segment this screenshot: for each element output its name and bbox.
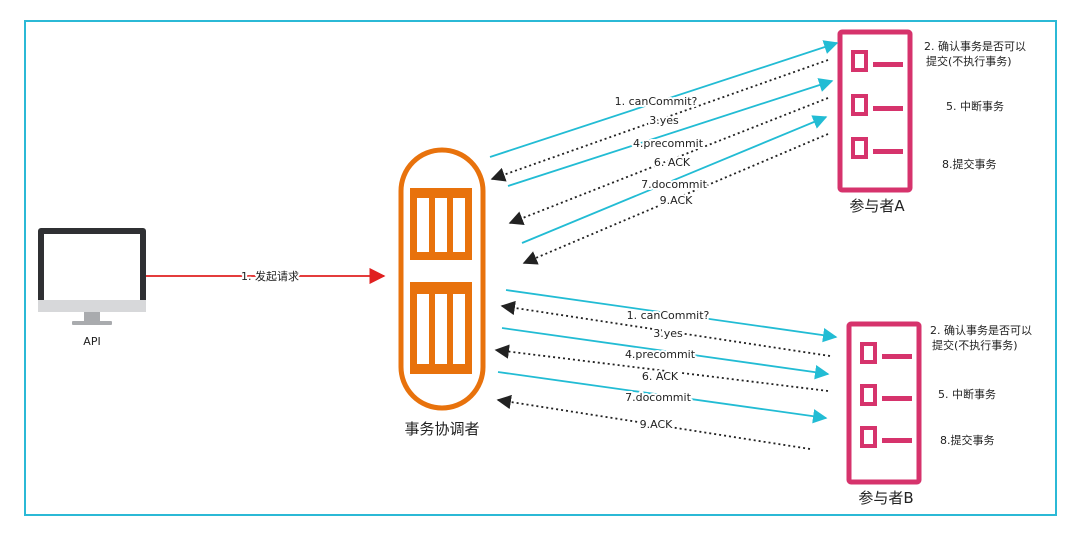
diagram-frame <box>24 20 1057 516</box>
participant-a-note: 8.提交事务 <box>942 157 997 171</box>
participant-a-note: 5. 中断事务 <box>946 99 1004 113</box>
participant-b-note: 2. 确认事务是否可以 <box>930 324 1032 337</box>
participant-b-note: 提交(不执行事务) <box>932 338 1018 352</box>
participant-b-note: 8.提交事务 <box>940 433 995 447</box>
message-label: 4.precommit <box>625 348 696 361</box>
server-icon <box>398 147 486 411</box>
participant-b-note: 5. 中断事务 <box>938 387 996 401</box>
message-arrow-a-cancommit <box>489 40 839 158</box>
client-label: API <box>83 335 100 348</box>
message-label: 1. canCommit? <box>627 309 710 322</box>
message-label: 7.docommit <box>641 178 707 191</box>
list-icon <box>846 321 922 485</box>
message-arrow-b-ack <box>494 344 829 392</box>
message-label: 1. canCommit? <box>615 95 698 108</box>
participant-a-note: 2. 确认事务是否可以 <box>924 40 1026 53</box>
message-arrow-b-cancommit <box>505 289 838 343</box>
message-arrow-a-ack-final <box>522 133 829 265</box>
list-icon <box>837 29 913 193</box>
message-arrow-a-ack <box>508 97 829 225</box>
message-label: 9.ACK <box>660 194 694 207</box>
message-arrow-b-docommit <box>497 371 828 424</box>
monitor-icon <box>38 228 146 325</box>
message-label: 3.yes <box>653 327 683 340</box>
participant-a-note: 提交(不执行事务) <box>926 54 1012 68</box>
message-label: 4.precommit <box>633 137 704 150</box>
message-label: 6. ACK <box>642 370 679 383</box>
message-arrow-b-yes <box>500 300 831 357</box>
message-label: 6. ACK <box>654 156 691 169</box>
message-arrow-b-precommit <box>501 327 830 380</box>
message-label: 3.yes <box>649 114 679 127</box>
participant-b-label: 参与者B <box>858 489 913 507</box>
participant-a-label: 参与者A <box>849 197 905 215</box>
coordinator-label: 事务协调者 <box>404 420 479 438</box>
message-label: 9.ACK <box>640 418 674 431</box>
message-arrow-a-precommit <box>507 78 834 187</box>
request-label: 1. 发起请求 <box>241 269 299 283</box>
message-arrow-a-docommit <box>521 115 828 244</box>
message-label: 7.docommit <box>625 391 691 404</box>
